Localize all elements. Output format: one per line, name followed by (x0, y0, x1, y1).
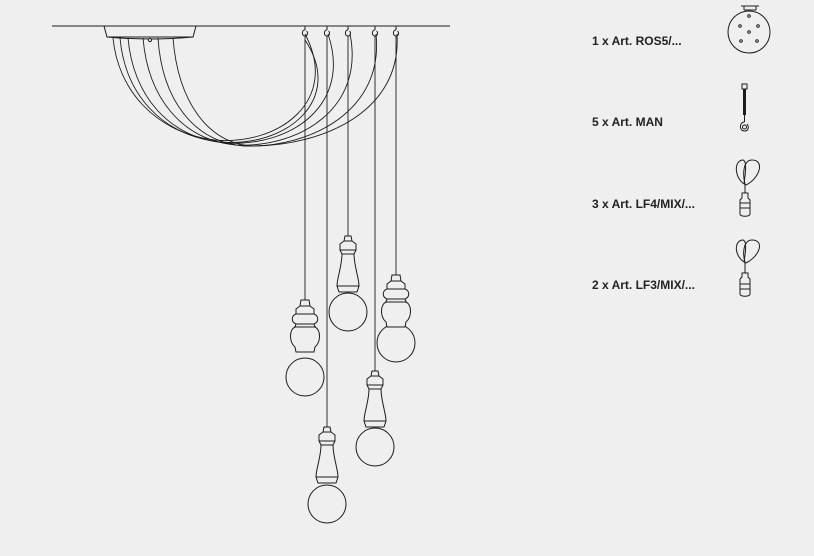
hook-icon (739, 83, 749, 132)
pendant-lamp-lf4 (376, 274, 416, 363)
pendant-lamp-lf4 (285, 299, 325, 397)
pendant-lamp-lf3 (328, 235, 368, 332)
draped-cables (112, 33, 398, 147)
ceiling-hook (371, 26, 378, 37)
pendant-lamp-lf3 (307, 426, 347, 524)
ceiling-hook (323, 26, 330, 37)
pendant-lf4-icon (735, 159, 761, 217)
ceiling-rose-icon (727, 5, 771, 54)
pendant-lamps (285, 235, 416, 524)
ceiling-rose (103, 25, 197, 43)
ceiling-hook (392, 26, 399, 37)
pendant-lf3-icon (735, 239, 761, 297)
drop-cables (304, 36, 397, 427)
pendant-lamp-lf3 (355, 370, 395, 467)
